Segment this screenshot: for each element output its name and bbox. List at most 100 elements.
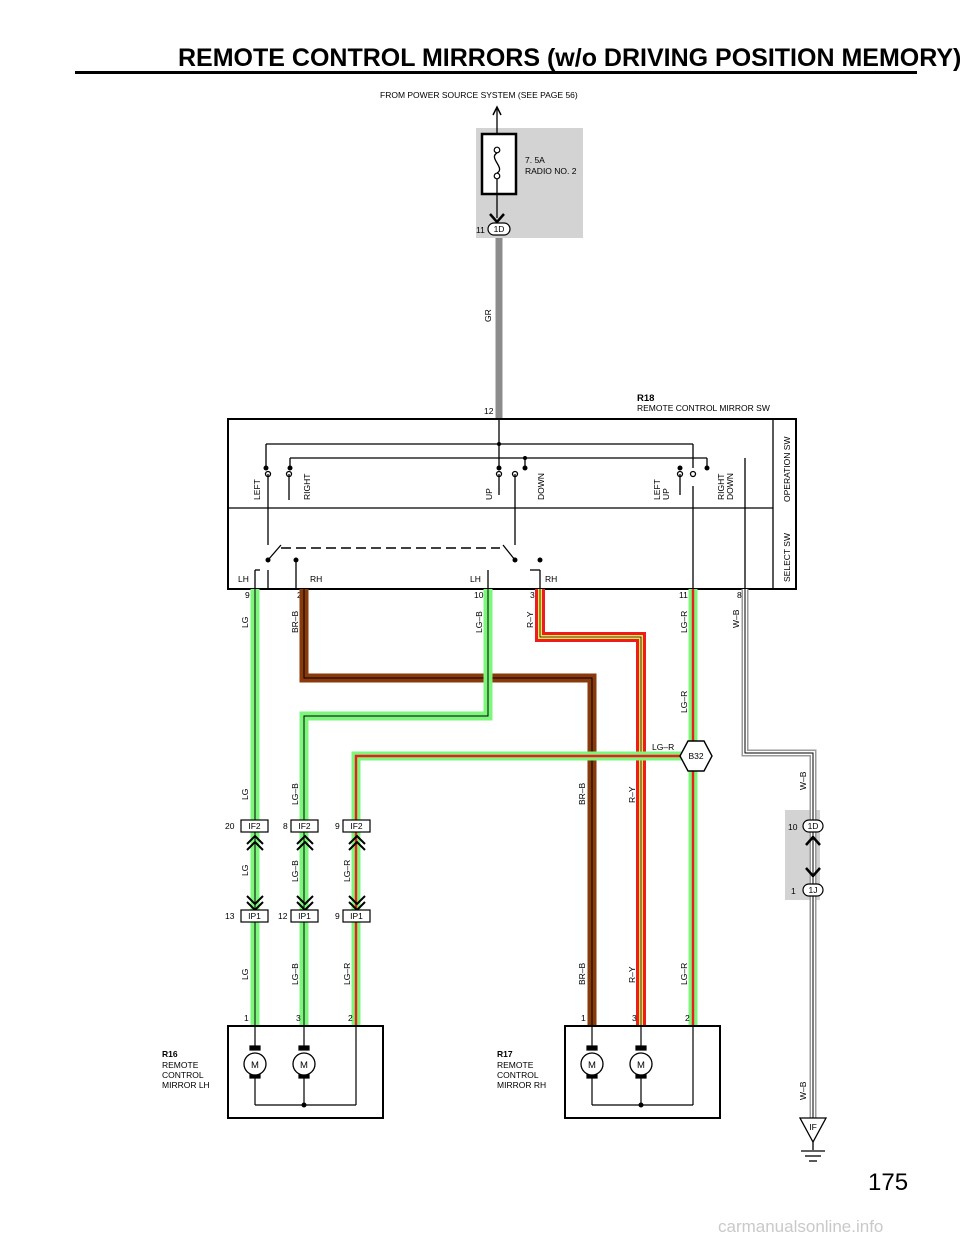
svg-text:LG: LG — [240, 865, 250, 876]
svg-text:DOWN: DOWN — [725, 473, 735, 500]
svg-text:BR–B: BR–B — [290, 610, 300, 633]
svg-text:8: 8 — [737, 590, 742, 600]
svg-text:B32: B32 — [688, 751, 703, 761]
svg-text:11: 11 — [679, 590, 688, 600]
svg-text:IP1: IP1 — [298, 911, 311, 921]
wire-label-gr: GR — [483, 309, 493, 322]
switch-id: R18 — [637, 393, 654, 404]
svg-text:LG–B: LG–B — [290, 963, 300, 985]
svg-text:R–Y: R–Y — [525, 611, 535, 628]
motor-rh-1 — [580, 1052, 604, 1076]
fuse-name: RADIO NO. 2 — [525, 166, 577, 176]
svg-text:REMOTE: REMOTE — [497, 1060, 534, 1070]
svg-text:3: 3 — [530, 590, 535, 600]
connectors-ip1: IP1 13 IP1 12 IP1 9 — [225, 909, 371, 923]
svg-text:MIRROR RH: MIRROR RH — [497, 1080, 546, 1090]
svg-text:12: 12 — [484, 406, 494, 416]
operation-switch-contacts — [254, 420, 746, 589]
svg-text:LH: LH — [470, 574, 481, 584]
fuse-rating: 7. 5A — [525, 155, 545, 165]
switch-name: REMOTE CONTROL MIRROR SW — [637, 403, 770, 413]
connectors-if2: IF2 20 IF2 8 IF2 9 — [225, 819, 371, 833]
svg-text:3: 3 — [296, 1013, 301, 1023]
svg-text:LG: LG — [240, 789, 250, 800]
svg-text:RIGHT: RIGHT — [716, 474, 726, 500]
svg-text:IP1: IP1 — [248, 911, 261, 921]
motor-lh-1 — [243, 1052, 267, 1076]
svg-text:UP: UP — [484, 488, 494, 500]
svg-text:R16: R16 — [162, 1049, 178, 1059]
svg-text:LG–R: LG–R — [342, 963, 352, 985]
svg-text:1D: 1D — [494, 224, 505, 234]
svg-text:M: M — [637, 1060, 645, 1071]
svg-text:REMOTE: REMOTE — [162, 1060, 199, 1070]
svg-text:M: M — [251, 1060, 259, 1071]
svg-text:W–B: W–B — [798, 771, 808, 790]
svg-text:MIRROR LH: MIRROR LH — [162, 1080, 210, 1090]
svg-text:R–Y: R–Y — [627, 966, 637, 983]
wires — [250, 589, 817, 1120]
svg-text:9: 9 — [335, 911, 340, 921]
svg-text:R–Y: R–Y — [627, 786, 637, 803]
svg-text:3: 3 — [632, 1013, 637, 1023]
svg-text:BR–B: BR–B — [577, 782, 587, 805]
motor-lh-2 — [292, 1052, 316, 1076]
svg-text:LEFT: LEFT — [252, 479, 262, 500]
svg-text:LG–R: LG–R — [342, 860, 352, 882]
svg-text:LG–R: LG–R — [679, 691, 689, 713]
source-arrow — [492, 105, 502, 116]
svg-text:IF2: IF2 — [248, 821, 261, 831]
svg-text:RH: RH — [310, 574, 322, 584]
svg-text:1D: 1D — [808, 821, 819, 831]
svg-text:W–B: W–B — [798, 1081, 808, 1100]
svg-text:IP1: IP1 — [350, 911, 363, 921]
svg-text:9: 9 — [245, 590, 250, 600]
watermark: carmanualsonline.info — [718, 1217, 883, 1236]
svg-text:2: 2 — [685, 1013, 690, 1023]
motor-rh-2 — [629, 1052, 653, 1076]
ground-symbol: IF — [798, 1117, 828, 1162]
svg-text:2: 2 — [348, 1013, 353, 1023]
svg-text:IF: IF — [809, 1122, 817, 1132]
svg-text:12: 12 — [278, 911, 288, 921]
svg-text:DOWN: DOWN — [536, 473, 546, 500]
svg-text:R17: R17 — [497, 1049, 513, 1059]
mirror-lh: R16 REMOTE CONTROL MIRROR LH 1 3 2 M M — [162, 1013, 384, 1119]
page-title: REMOTE CONTROL MIRRORS (w/o DRIVING POSI… — [178, 44, 960, 72]
switch-box — [227, 418, 797, 590]
svg-text:W–B: W–B — [731, 609, 741, 628]
svg-text:LH: LH — [238, 574, 249, 584]
svg-text:LG–R: LG–R — [679, 963, 689, 985]
mirror-rh: R17 REMOTE CONTROL MIRROR RH 1 3 2 M M — [497, 1013, 721, 1119]
page-number: 175 — [868, 1169, 908, 1196]
junction-1d-1j: 1D 10 1J 1 — [788, 819, 824, 897]
svg-text:M: M — [588, 1060, 596, 1071]
junction-b32: B32 — [679, 740, 713, 772]
svg-text:10: 10 — [788, 822, 798, 832]
operation-sw-label: OPERATION SW — [782, 437, 792, 503]
svg-text:UP: UP — [661, 488, 671, 500]
svg-text:LG–B: LG–B — [290, 860, 300, 882]
svg-text:10: 10 — [474, 590, 484, 600]
svg-text:LG–R: LG–R — [652, 742, 674, 752]
connector-1d-top — [487, 222, 511, 236]
svg-text:LG–B: LG–B — [290, 783, 300, 805]
source-note: FROM POWER SOURCE SYSTEM (SEE PAGE 56) — [380, 90, 578, 100]
select-sw-label: SELECT SW — [782, 533, 792, 582]
svg-text:RIGHT: RIGHT — [302, 474, 312, 500]
svg-text:M: M — [300, 1060, 308, 1071]
svg-text:1J: 1J — [809, 885, 818, 895]
svg-text:IF2: IF2 — [350, 821, 363, 831]
svg-text:8: 8 — [283, 821, 288, 831]
svg-text:LG: LG — [240, 617, 250, 628]
svg-text:BR–B: BR–B — [577, 962, 587, 985]
svg-text:LG: LG — [240, 969, 250, 980]
svg-text:CONTROL: CONTROL — [162, 1070, 204, 1080]
svg-text:13: 13 — [225, 911, 235, 921]
title-rule — [75, 71, 917, 74]
svg-text:IF2: IF2 — [298, 821, 311, 831]
svg-text:CONTROL: CONTROL — [497, 1070, 539, 1080]
svg-text:1: 1 — [581, 1013, 586, 1023]
svg-text:11: 11 — [476, 225, 485, 235]
